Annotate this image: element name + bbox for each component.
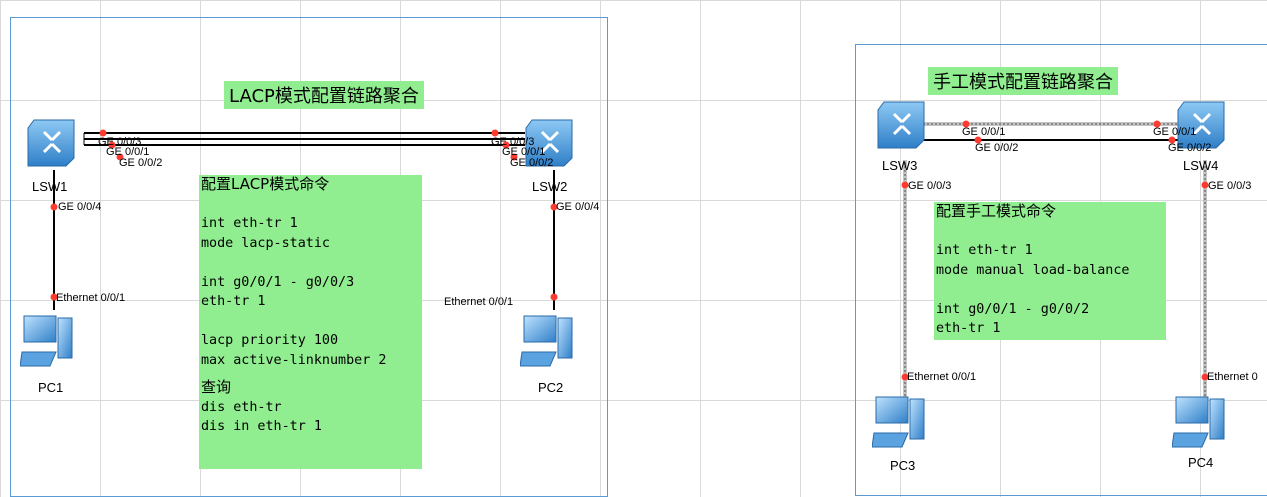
port-label: GE 0/0/2	[119, 157, 163, 169]
command-line	[201, 195, 422, 215]
switch-icon[interactable]	[876, 100, 928, 150]
switch-icon[interactable]	[524, 118, 576, 168]
command-line: eth-tr 1	[936, 321, 1001, 336]
lsw2-label: LSW2	[532, 179, 568, 194]
pc-icon[interactable]	[872, 393, 928, 453]
command-line: int eth-tr 1	[936, 243, 1033, 258]
command-line: dis eth-tr	[201, 399, 282, 415]
command-line: int g0/0/1 - g0/0/3	[201, 274, 355, 290]
command-line: lacp priority 100	[201, 333, 339, 348]
port-label: GE 0/0/4	[58, 201, 102, 213]
command-line: int eth-tr 1	[201, 216, 298, 231]
pc-icon[interactable]	[20, 312, 76, 372]
port-label: GE 0/0/4	[556, 201, 600, 213]
switch-icon[interactable]	[1176, 100, 1228, 150]
port-label: GE 0/0/1	[106, 146, 150, 158]
command-line: 配置手工模式命令	[936, 202, 1057, 220]
pc4-label: PC4	[1188, 455, 1214, 470]
port-label: GE 0/0/3	[98, 136, 142, 148]
command-line: dis in eth-tr 1	[201, 419, 322, 434]
command-line: max active-linknumber 2	[201, 352, 387, 368]
port-label: GE 0/0/1	[962, 126, 1006, 138]
port-label: GE 0/0/2	[1168, 142, 1212, 154]
command-line: mode lacp-static	[201, 235, 330, 251]
port-label: GE 0/0/2	[510, 157, 554, 169]
port-label: GE 0/0/3	[908, 180, 952, 192]
lsw3-label: LSW3	[882, 158, 918, 173]
lsw4-label: LSW4	[1183, 158, 1219, 173]
command-line	[201, 312, 422, 332]
port-label: GE 0/0/1	[1153, 126, 1197, 138]
switch-icon[interactable]	[26, 118, 78, 168]
manual-command-box: 配置手工模式命令 int eth-tr 1 mode manual load-b…	[934, 202, 1166, 340]
pc2-label: PC2	[538, 380, 564, 395]
command-line: eth-tr 1	[201, 294, 266, 309]
port-label: GE 0/0/2	[975, 142, 1019, 154]
lacp-title: LACP模式配置链路聚合	[224, 81, 424, 109]
lsw1-label: LSW1	[32, 179, 68, 194]
port-label: Ethernet 0/0/1	[56, 292, 126, 304]
manual-title: 手工模式配置链路聚合	[928, 67, 1118, 95]
command-line: int g0/0/1 - g0/0/2	[936, 301, 1090, 317]
port-label: Ethernet 0/0/1	[444, 296, 514, 308]
pc3-label: PC3	[890, 458, 916, 473]
port-label: Ethernet 0	[1207, 371, 1258, 383]
command-line: mode manual load-balance	[936, 262, 1130, 278]
command-line	[201, 370, 422, 378]
port-label: Ethernet 0/0/1	[907, 371, 977, 383]
port-label: GE 0/0/3	[491, 136, 535, 148]
port-label: GE 0/0/1	[502, 146, 546, 158]
command-line: 配置LACP模式命令	[201, 175, 330, 193]
command-line	[201, 253, 422, 273]
pc-icon[interactable]	[520, 312, 576, 372]
command-line	[936, 222, 1166, 242]
command-line	[936, 280, 1166, 300]
command-line: 查询	[201, 378, 232, 396]
port-label: GE 0/0/3	[1208, 180, 1252, 192]
pc-icon[interactable]	[1172, 393, 1228, 453]
lacp-command-box: 配置LACP模式命令 int eth-tr 1 mode lacp-static…	[199, 175, 422, 469]
pc1-label: PC1	[38, 380, 64, 395]
